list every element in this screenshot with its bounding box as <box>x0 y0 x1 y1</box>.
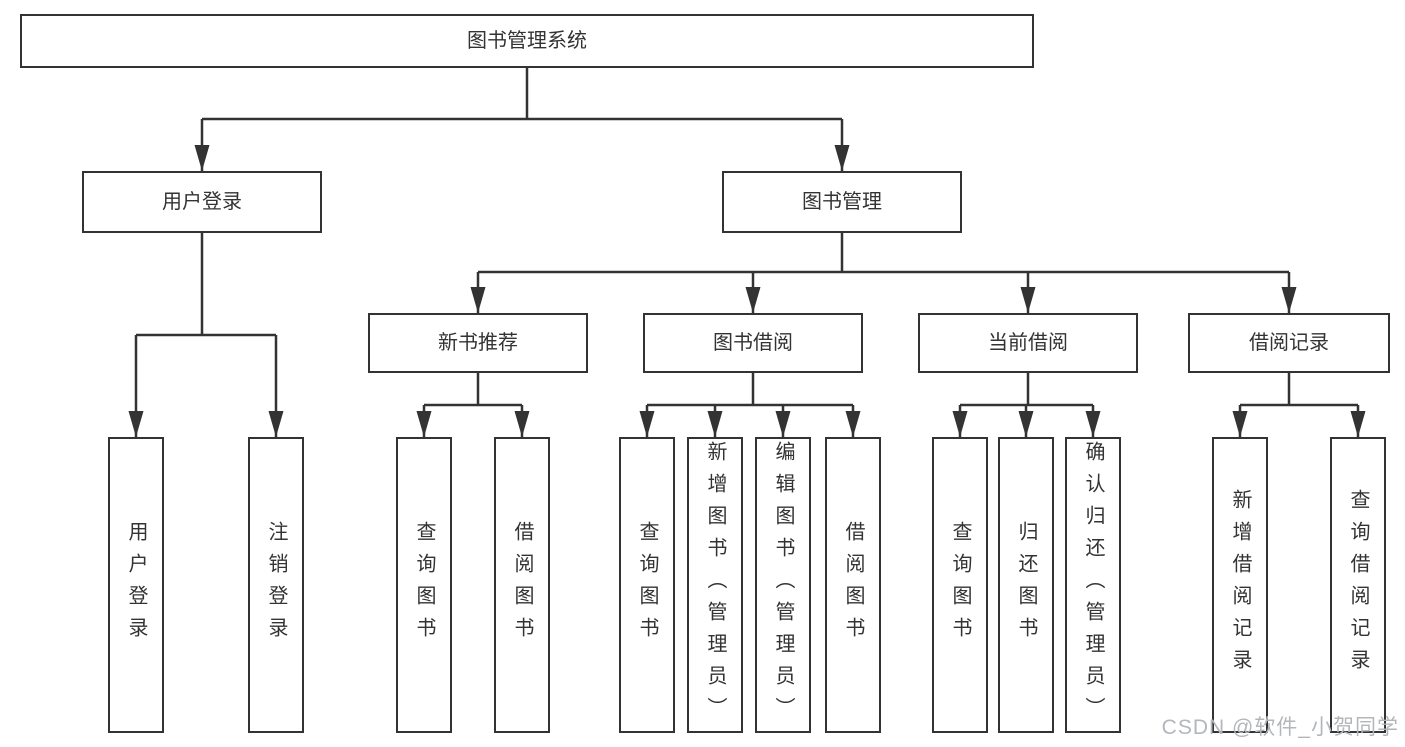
node-book-borrow: 图书借阅 <box>643 313 863 373</box>
node-book-management-system: 图书管理系统 <box>20 14 1034 68</box>
leaf-logout: 注销登录 <box>248 437 304 733</box>
leaf-edit-book-admin: 编辑图书（管理员） <box>755 437 811 733</box>
leaf-confirm-return-admin: 确认归还（管理员） <box>1065 437 1121 733</box>
node-borrow-records: 借阅记录 <box>1188 313 1390 373</box>
node-user-login: 用户登录 <box>82 171 322 233</box>
leaf-borrow-books-recommend: 借阅图书 <box>494 437 550 733</box>
leaf-query-books-recommend: 查询图书 <box>396 437 452 733</box>
leaf-query-books-borrow: 查询图书 <box>619 437 675 733</box>
node-book-management: 图书管理 <box>722 171 962 233</box>
leaf-add-book-admin: 新增图书（管理员） <box>687 437 743 733</box>
watermark: CSDN @软件_小贺同学 <box>1161 716 1399 739</box>
leaf-query-borrow-record: 查询借阅记录 <box>1330 437 1386 733</box>
leaf-borrow-books-borrow: 借阅图书 <box>825 437 881 733</box>
connector-segments <box>136 68 1358 407</box>
node-new-book-recommend: 新书推荐 <box>368 313 588 373</box>
leaf-query-books-current: 查询图书 <box>932 437 988 733</box>
leaf-add-borrow-record: 新增借阅记录 <box>1212 437 1268 733</box>
node-current-borrow: 当前借阅 <box>918 313 1138 373</box>
leaf-return-book: 归还图书 <box>998 437 1054 733</box>
leaf-user-login: 用户登录 <box>108 437 164 733</box>
